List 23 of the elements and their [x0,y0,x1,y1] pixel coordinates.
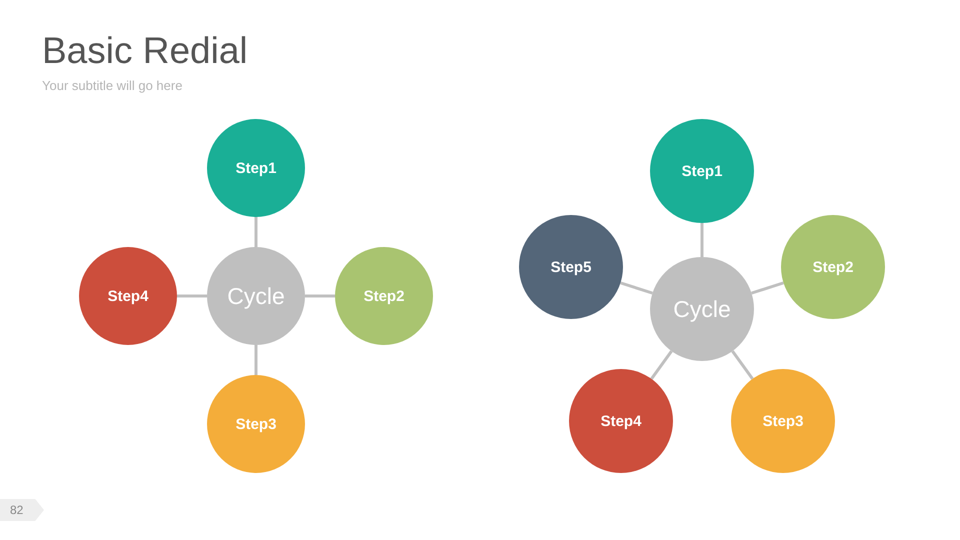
node-label: Step3 [236,416,276,432]
node-label: Cycle [227,282,285,310]
slide-subtitle: Your subtitle will go here [42,78,182,93]
connector-line [731,350,754,380]
connector-line [177,294,207,298]
node-label: Step2 [364,288,404,304]
node-label: Step5 [550,258,592,276]
node-label: Step4 [600,412,642,430]
node-label: Cycle [673,296,731,322]
connector-line [254,217,258,247]
connector-line [254,345,258,375]
connector-line [305,294,335,298]
connector-line [620,281,653,295]
connector-line [700,223,704,257]
node-label: Step3 [762,412,804,430]
connector-line [650,350,673,380]
node-label: Step1 [682,162,722,180]
node-label: Step1 [236,160,276,176]
node-label: Step4 [108,288,148,304]
connector-line [751,281,784,295]
node-label: Step2 [812,258,854,276]
slide-title: Basic Redial [42,30,248,72]
page-number: 82 [0,499,44,521]
